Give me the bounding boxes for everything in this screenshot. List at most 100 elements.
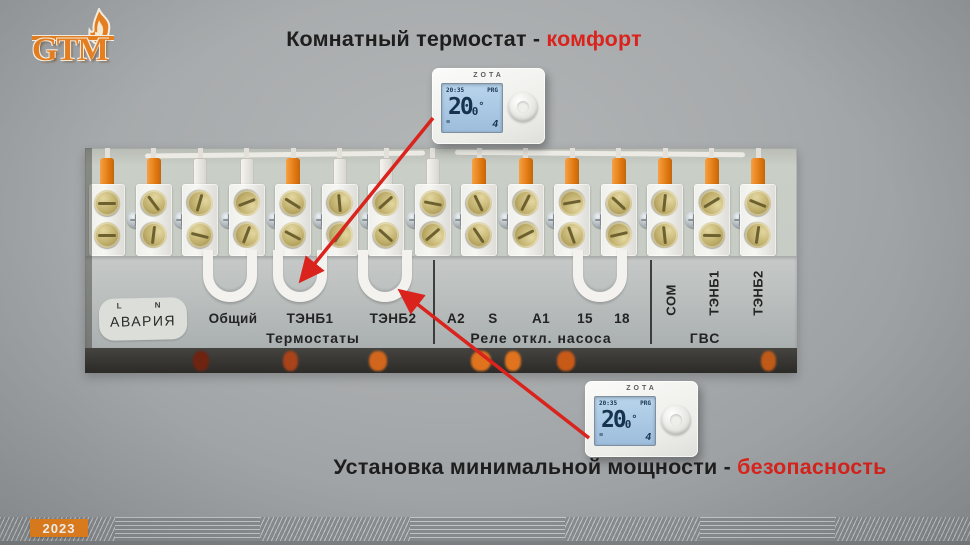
lcd-time: 20:35 bbox=[446, 87, 465, 94]
wire-ferrule-orange bbox=[751, 158, 765, 186]
thermostat-dial bbox=[508, 92, 538, 122]
terminal-label: S bbox=[488, 311, 498, 326]
wire-glimpse bbox=[557, 351, 575, 371]
terminal-block bbox=[600, 184, 637, 256]
terminal-block bbox=[460, 184, 498, 256]
caption-text: Установка минимальной мощности - bbox=[333, 455, 731, 479]
terminal-screw bbox=[184, 219, 216, 251]
logo-overline bbox=[32, 36, 114, 40]
terminal-label: ТЭНБ1 bbox=[286, 311, 334, 326]
wire bbox=[104, 148, 110, 161]
thermostat-lcd: 20:35 PRG 20 0 ° ≡ 4 bbox=[441, 83, 503, 133]
terminal-screw bbox=[367, 216, 405, 254]
terminal-block bbox=[89, 184, 125, 256]
terminal-block bbox=[693, 184, 730, 256]
wire-ferrule-orange bbox=[704, 158, 719, 186]
page-title: Комнатный термостат - комфорт bbox=[286, 27, 642, 52]
wire-ferrule-orange bbox=[286, 158, 300, 186]
terminal-block bbox=[135, 184, 172, 256]
terminal-screw bbox=[698, 221, 725, 249]
title-highlight: комфорт bbox=[546, 27, 642, 51]
terminal-screw bbox=[417, 187, 448, 219]
lcd-degree: ° bbox=[478, 101, 485, 112]
thermostat-brand: ZOTA bbox=[626, 385, 657, 392]
section-divider bbox=[650, 260, 652, 344]
cable bbox=[454, 149, 746, 158]
terminal-label-n: N bbox=[154, 300, 161, 310]
wire-ferrule-orange bbox=[658, 158, 672, 186]
footer-bar bbox=[0, 517, 970, 541]
wire-ferrule-white bbox=[332, 158, 347, 186]
wire-ferrule-orange bbox=[518, 158, 533, 186]
wire bbox=[290, 148, 296, 161]
thermostat-device-top: ZOTA 20:35 PRG 20 0 ° ≡ 4 bbox=[432, 68, 545, 144]
lcd-menu-icon: ≡ bbox=[446, 119, 451, 126]
section-divider bbox=[433, 260, 435, 344]
wire-ferrule-orange bbox=[565, 158, 579, 186]
alarm-sticker: L N АВАРИЯ bbox=[98, 297, 188, 341]
wire-glimpse bbox=[471, 351, 491, 371]
thermostat-brand: ZOTA bbox=[473, 72, 504, 79]
pattern-segment bbox=[700, 517, 835, 541]
wire-ferrule-orange bbox=[146, 158, 161, 186]
terminal-board-photo: L N АВАРИЯ Общий ТЭНБ1 ТЭНБ2 Термостаты … bbox=[85, 148, 797, 373]
caption-highlight: безопасность bbox=[737, 455, 887, 479]
terminal-screw bbox=[325, 188, 354, 218]
terminal-screw bbox=[508, 217, 543, 253]
terminal-screw bbox=[508, 185, 543, 221]
terminal-block bbox=[740, 184, 776, 256]
terminal-screw bbox=[229, 218, 264, 252]
wire-glimpse bbox=[761, 351, 776, 371]
terminal-screw bbox=[461, 185, 497, 221]
title-text: Комнатный термостат - bbox=[286, 27, 541, 51]
lcd-level: 4 bbox=[492, 119, 498, 130]
thermostat-dial bbox=[661, 405, 691, 435]
terminal-screw bbox=[367, 184, 405, 222]
company-logo: GTM bbox=[30, 8, 142, 74]
terminal-block bbox=[414, 184, 451, 256]
jumper-loop bbox=[358, 250, 412, 302]
terminal-screw bbox=[650, 220, 680, 250]
terminal-label: A2 bbox=[446, 311, 466, 326]
terminal-screw bbox=[414, 216, 451, 254]
lcd-time: 20:35 bbox=[599, 400, 618, 407]
alarm-label: АВАРИЯ bbox=[109, 312, 177, 330]
terminal-label: ТЭНБ2 bbox=[750, 270, 766, 316]
wire bbox=[755, 148, 761, 161]
photo-edge bbox=[85, 148, 92, 348]
terminal-block bbox=[228, 184, 265, 256]
terminal-block bbox=[647, 184, 683, 256]
lcd-temp-frac: 0 bbox=[471, 104, 479, 118]
lcd-temp-frac: 0 bbox=[624, 417, 632, 431]
terminal-label: 18 bbox=[614, 311, 630, 326]
terminal-label: COM bbox=[663, 284, 679, 316]
wire bbox=[197, 148, 203, 161]
terminal-screw bbox=[94, 190, 120, 216]
terminal-block bbox=[507, 184, 544, 256]
thermostat-device-bottom: ZOTA 20:35 PRG 20 0 ° ≡ 4 bbox=[585, 381, 698, 457]
wire bbox=[616, 148, 621, 161]
terminal-block bbox=[321, 184, 358, 256]
wire-glimpse bbox=[283, 351, 298, 371]
terminal-screw bbox=[139, 220, 168, 250]
wire bbox=[709, 148, 714, 161]
wire-glimpse bbox=[369, 351, 387, 371]
wire bbox=[244, 148, 249, 161]
terminal-screw bbox=[650, 188, 680, 218]
terminal-screw bbox=[693, 185, 730, 221]
wire-ferrule-white bbox=[193, 158, 207, 186]
pattern-segment bbox=[835, 517, 970, 541]
terminal-label: ТЭНБ1 bbox=[706, 270, 722, 316]
wire bbox=[523, 148, 528, 161]
wire-ferrule-orange bbox=[611, 158, 626, 186]
lcd-mode: PRG bbox=[640, 400, 651, 407]
terminal-screw bbox=[460, 216, 498, 254]
wire-glimpse bbox=[193, 351, 209, 371]
wire-ferrule-orange bbox=[100, 158, 114, 186]
section-title-thermostats: Термостаты bbox=[266, 330, 360, 346]
terminal-screw bbox=[94, 222, 120, 248]
wire-ferrule-white bbox=[425, 158, 440, 186]
terminal-screw bbox=[556, 187, 588, 219]
wire bbox=[569, 148, 575, 161]
